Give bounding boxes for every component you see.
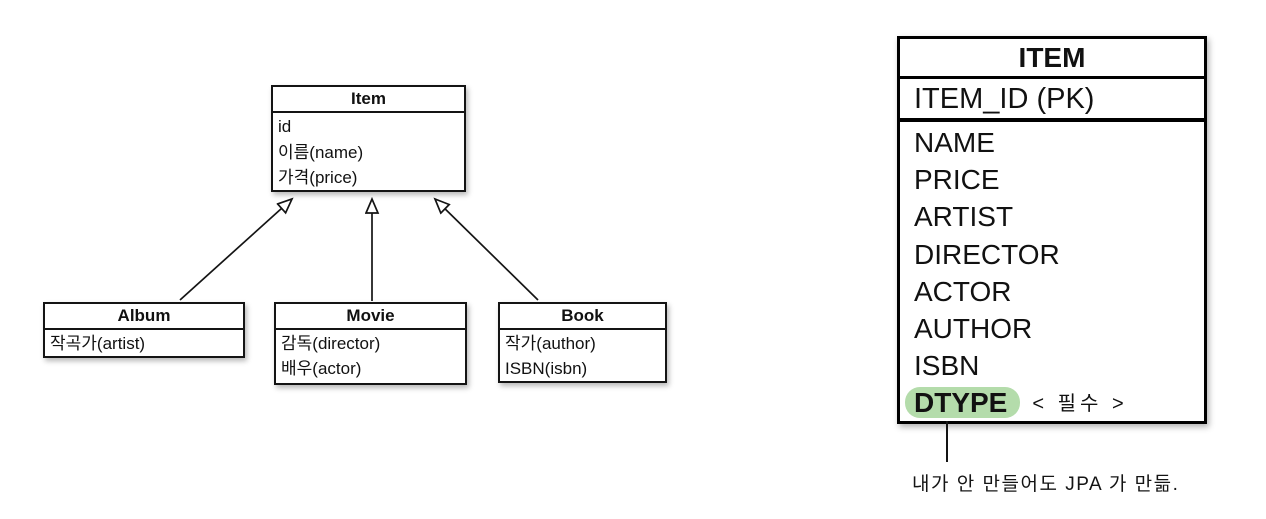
- field-isbn: ISBN(isbn): [505, 359, 588, 378]
- class-title-album: Album: [45, 304, 243, 330]
- field-id: id: [278, 117, 292, 136]
- class-title-item: Item: [273, 87, 464, 113]
- db-pk-row: ITEM_ID (PK): [900, 79, 1204, 122]
- class-box-item: Item id 이름(name) 가격(price): [271, 85, 466, 192]
- class-fields-item: id 이름(name) 가격(price): [273, 113, 464, 191]
- db-column-price: PRICE: [914, 164, 1000, 196]
- db-column-dtype-row: DTYPE < 필수 >: [905, 384, 1204, 423]
- class-box-movie: Movie 감독(director) 배우(actor): [274, 302, 467, 385]
- db-table-title: ITEM: [900, 39, 1204, 79]
- class-title-movie: Movie: [276, 304, 465, 330]
- class-fields-movie: 감독(director) 배우(actor): [276, 330, 465, 381]
- class-fields-album: 작곡가(artist): [45, 330, 243, 356]
- class-title-book: Book: [500, 304, 665, 330]
- db-column-artist: ARTIST: [914, 201, 1014, 233]
- db-column-name: NAME: [914, 127, 995, 158]
- required-annotation: < 필수 >: [1032, 393, 1128, 416]
- handwritten-note: 내가 안 만들어도 JPA 가 만듦.: [912, 474, 1180, 495]
- db-column-director: DIRECTOR: [914, 238, 1060, 270]
- field-author: 작가(author): [505, 334, 596, 353]
- class-box-album: Album 작곡가(artist): [43, 302, 245, 358]
- field-actor: 배우(actor): [281, 359, 362, 378]
- class-fields-book: 작가(author) ISBN(isbn): [500, 330, 665, 381]
- db-column-isbn: ISBN: [914, 350, 980, 382]
- db-table-item: ITEM ITEM_ID (PK) NAME PRICE ARTIST DIRE…: [897, 36, 1207, 424]
- db-column-author: AUTHOR: [914, 313, 1033, 345]
- arrow-album-to-item: [179, 199, 292, 301]
- dtype-highlight: DTYPE: [905, 387, 1021, 419]
- field-artist: 작곡가(artist): [50, 334, 146, 353]
- field-name: 이름(name): [278, 142, 364, 162]
- db-column-list: NAME PRICE ARTIST DIRECTOR ACTOR AUTHOR …: [900, 122, 1204, 424]
- db-column-dtype: DTYPE: [914, 387, 1008, 419]
- db-column-actor: ACTOR: [914, 275, 1012, 307]
- class-box-book: Book 작가(author) ISBN(isbn): [498, 302, 667, 383]
- field-price: 가격(price): [278, 168, 358, 187]
- arrow-book-to-item: [435, 199, 539, 301]
- dtype-note-connector-line: [946, 421, 948, 462]
- field-director: 감독(director): [281, 334, 381, 353]
